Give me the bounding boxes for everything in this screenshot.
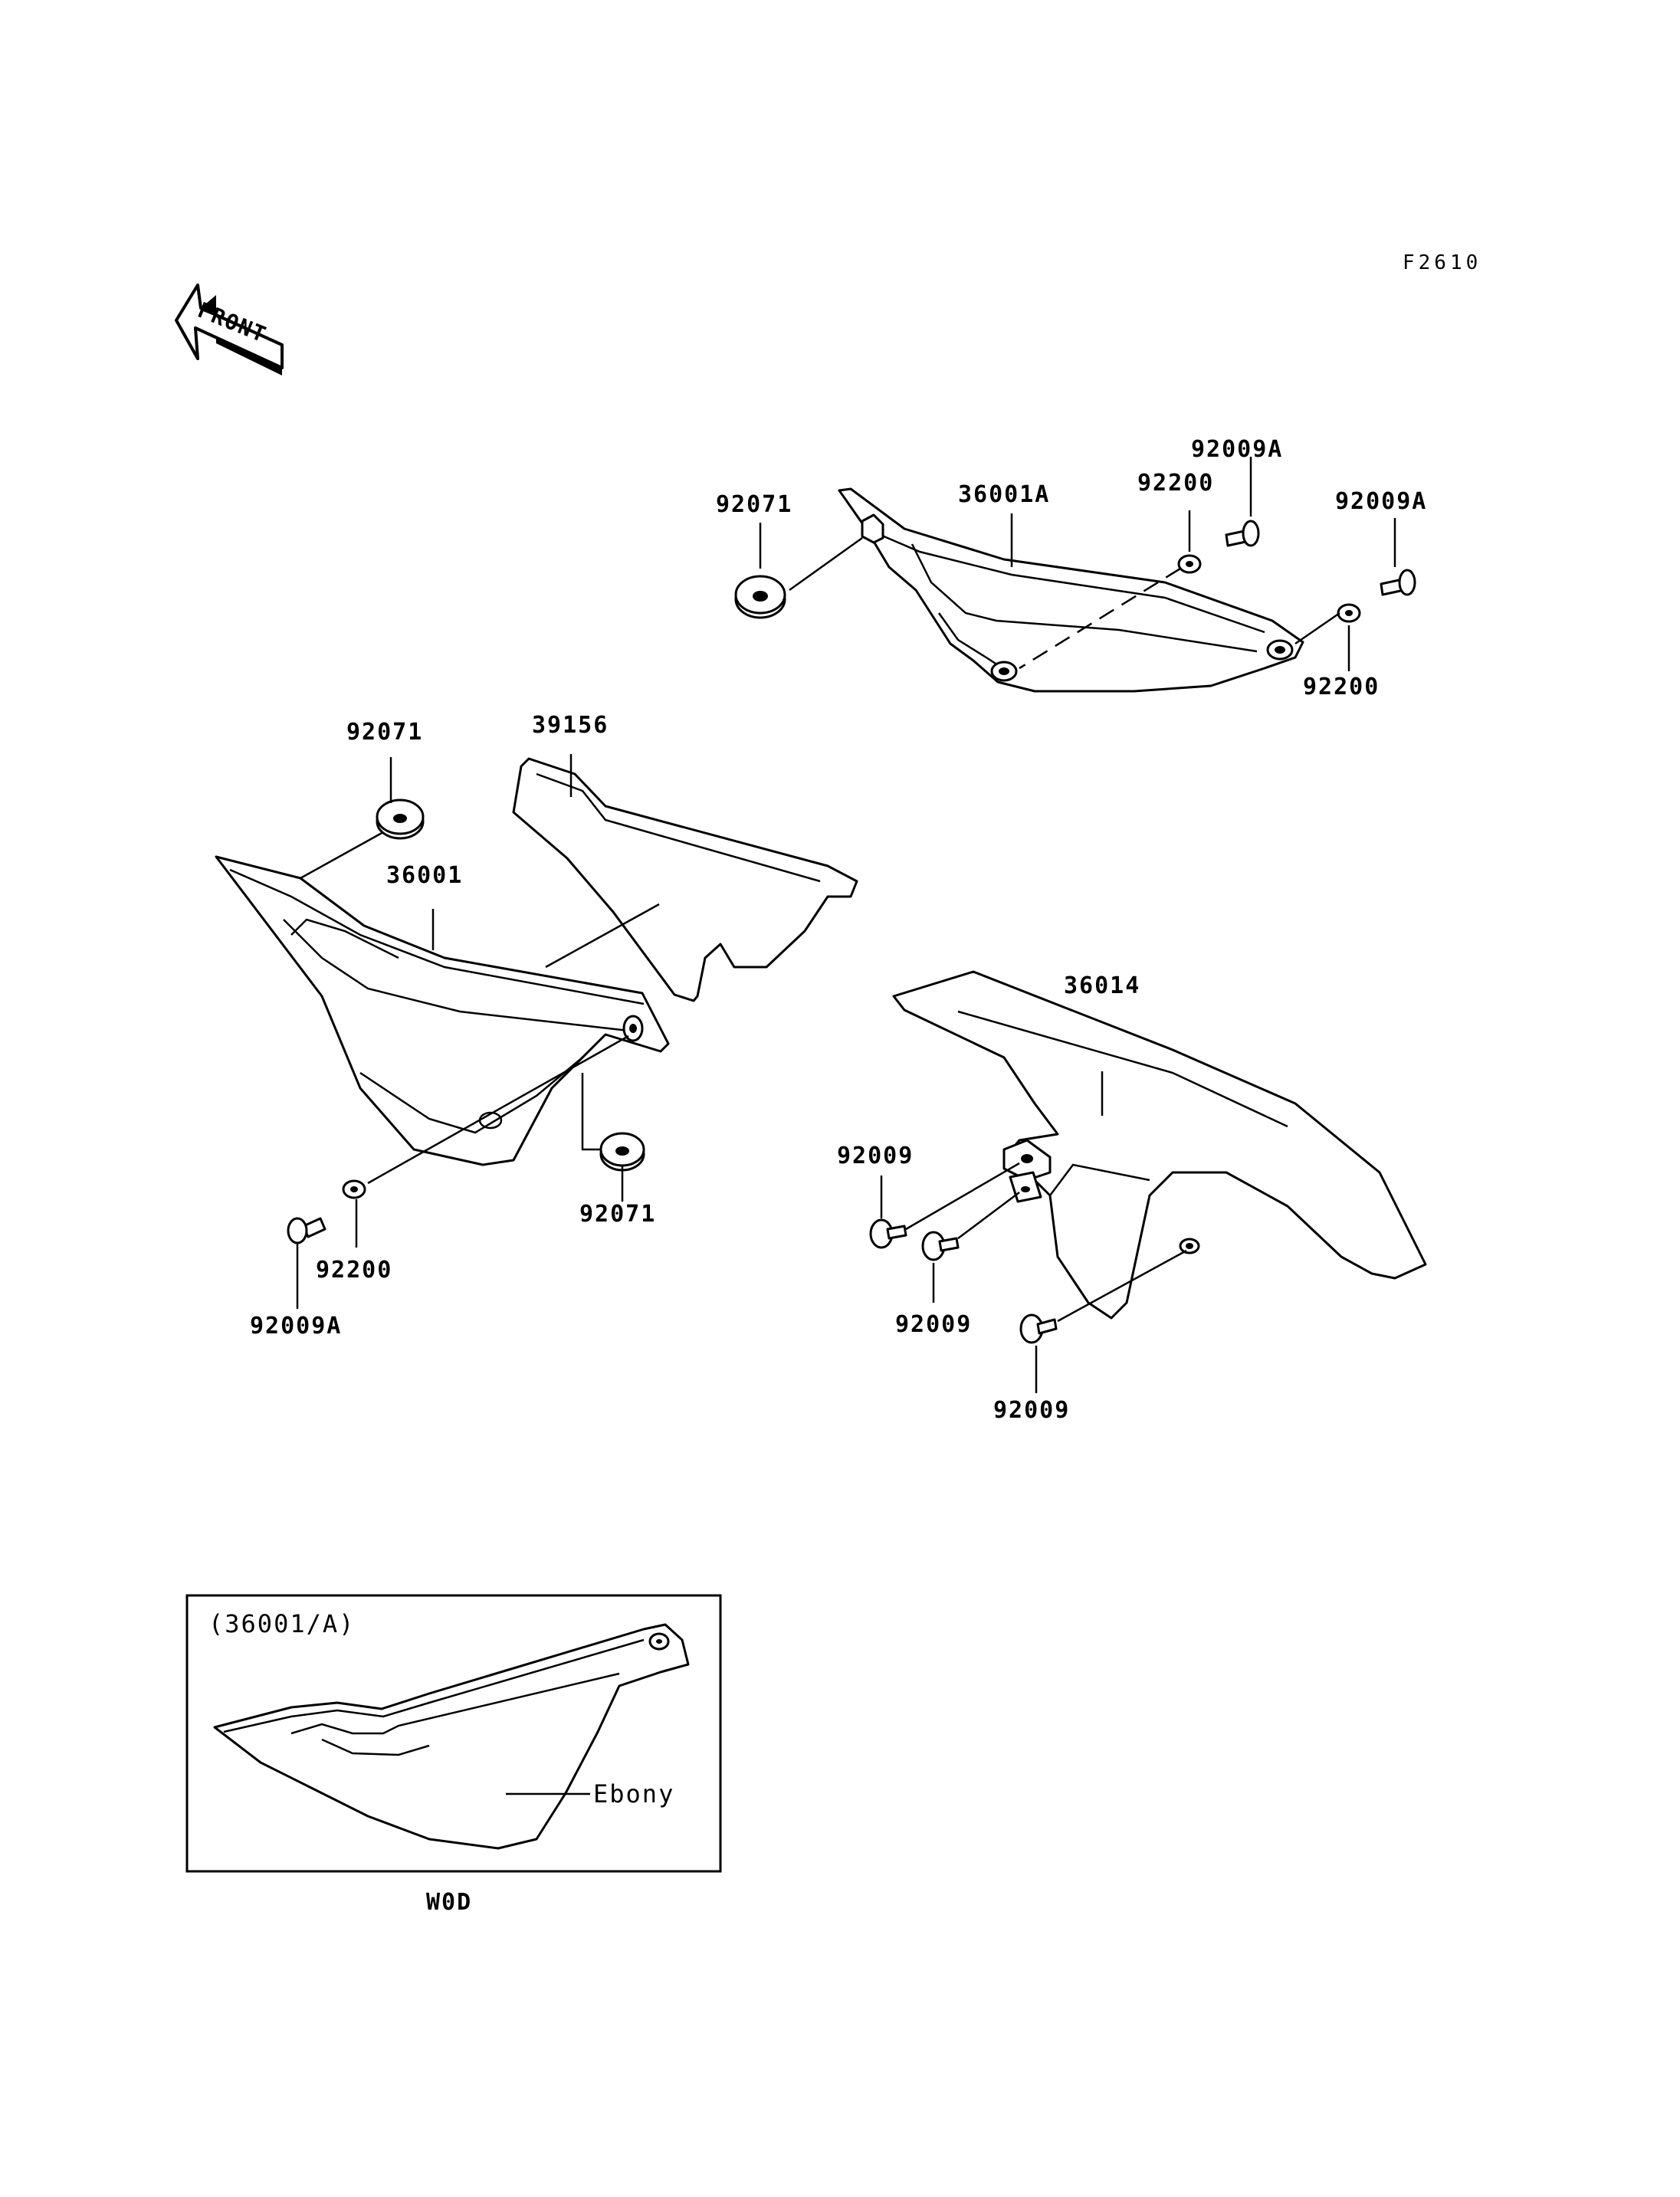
callout-92071-top: 92071 xyxy=(716,491,792,518)
bolt-92009a-top1 xyxy=(1225,520,1260,547)
bolt-92009a-top2 xyxy=(1380,569,1416,596)
washer-92200-lower xyxy=(342,1179,366,1199)
grommet-92071-lower xyxy=(599,1132,645,1172)
bolt-92009-3 xyxy=(1019,1313,1058,1344)
callout-92009-3: 92009 xyxy=(993,1397,1070,1424)
emblem-39156 xyxy=(512,757,858,1002)
grommet-92071-left xyxy=(376,798,425,840)
callout-92009a-top1: 92009A xyxy=(1191,436,1283,463)
side-cover-left-36001 xyxy=(215,855,670,1166)
grommet-92071-top xyxy=(734,575,786,619)
callout-39156: 39156 xyxy=(532,712,609,739)
callout-92200-lower: 92200 xyxy=(316,1257,392,1284)
callout-36001: 36001 xyxy=(386,862,463,889)
callout-92009a-top2: 92009A xyxy=(1335,488,1427,515)
bolt-92009-2 xyxy=(921,1231,960,1261)
callout-92200-top: 92200 xyxy=(1137,470,1214,497)
callout-36001a: 36001A xyxy=(958,481,1050,508)
callout-92071-left: 92071 xyxy=(346,719,423,746)
callout-36014: 36014 xyxy=(1064,972,1140,999)
callout-92009-2: 92009 xyxy=(895,1311,972,1338)
bolt-92009a-lower xyxy=(287,1217,326,1244)
washer-92200-right xyxy=(1337,603,1361,623)
callout-92071-lower: 92071 xyxy=(579,1201,656,1228)
callout-92009a-lower: 92009A xyxy=(250,1313,342,1340)
color-variant-inset xyxy=(185,1594,722,1873)
chain-cover-36014 xyxy=(892,970,1427,1320)
inset-caption: W0D xyxy=(426,1889,472,1916)
washer-92200-top xyxy=(1177,554,1202,574)
figure-code: F2610 xyxy=(1403,251,1481,274)
front-arrow-icon: FRONT xyxy=(175,284,284,375)
inset-title: (36001/A) xyxy=(208,1609,355,1638)
inset-color-label: Ebony xyxy=(593,1779,674,1808)
callout-92009-1: 92009 xyxy=(837,1143,914,1169)
bolt-92009-1 xyxy=(869,1218,907,1249)
callout-92200-right: 92200 xyxy=(1303,674,1380,700)
side-cover-right-36001a xyxy=(838,487,1304,693)
